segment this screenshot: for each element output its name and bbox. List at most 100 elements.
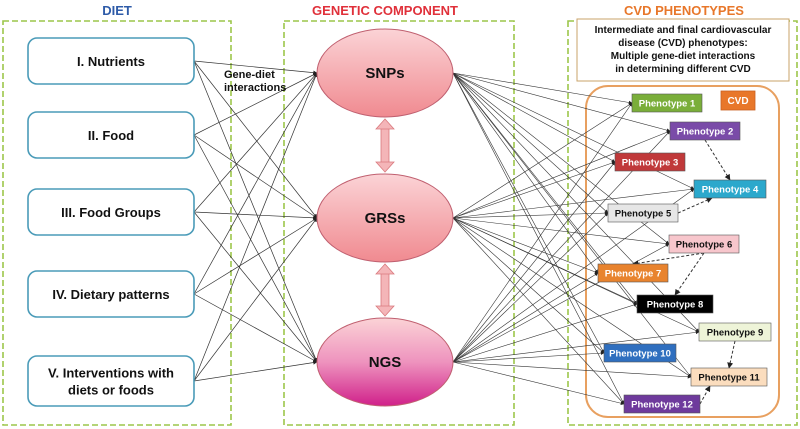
diet-section-title: DIET xyxy=(102,3,132,18)
gene-diet-edge xyxy=(193,72,318,382)
diet-item-1: I. Nutrients xyxy=(27,37,195,85)
gene-phenotype-edge xyxy=(452,217,599,274)
gene-phenotype-edge xyxy=(452,212,609,363)
gene-phenotype-edge xyxy=(452,161,616,219)
diet-item-label: I. Nutrients xyxy=(77,54,145,69)
gene-phenotype-edge xyxy=(452,72,599,274)
phenotype-dashed-link xyxy=(632,252,705,267)
phenotype-label: Phenotype 1 xyxy=(639,99,696,110)
phenotype-box-10: Phenotype 10 xyxy=(603,343,677,363)
phenotype-label: Phenotype 11 xyxy=(698,373,760,384)
gene-diet-edge xyxy=(193,211,318,363)
phenotype-box-4: Phenotype 4 xyxy=(693,179,767,199)
diet-item-3: III. Food Groups xyxy=(27,188,195,236)
gene-link-double-arrow xyxy=(375,263,395,317)
diet-item-label: III. Food Groups xyxy=(61,205,161,220)
phenotype-label: Phenotype 2 xyxy=(677,127,734,138)
gene-diet-edge xyxy=(193,134,318,219)
gene-phenotype-edge xyxy=(452,187,695,219)
diet-item-5: V. Interventions with diets or foods xyxy=(27,355,195,407)
gene-diet-edge xyxy=(193,211,318,220)
gene-phenotype-edge xyxy=(452,217,670,246)
phenotype-box-9: Phenotype 9 xyxy=(698,322,772,342)
phenotype-label: Phenotype 10 xyxy=(609,349,671,360)
gene-phenotype-edge xyxy=(452,217,625,405)
phenotype-box-3: Phenotype 3 xyxy=(614,152,686,172)
phenotype-dashed-link xyxy=(727,340,736,369)
phenotype-dashed-link xyxy=(677,197,713,214)
cvd-badge xyxy=(720,90,756,111)
gene-diet-edge xyxy=(193,134,318,363)
cvd-phenotype-container xyxy=(585,85,780,418)
gene-phenotype-edge xyxy=(452,72,633,105)
diet-item-4: IV. Dietary patterns xyxy=(27,270,195,318)
cvd-info-line-4: in determining different CVD xyxy=(615,64,751,75)
phenotype-box-12: Phenotype 12 xyxy=(623,394,701,414)
gene-phenotype-edge xyxy=(452,303,638,363)
genetic-section-title: GENETIC COMPONENT xyxy=(312,3,458,18)
phenotype-label: Phenotype 12 xyxy=(631,400,693,411)
cvd-section-title: CVD PHENOTYPES xyxy=(624,3,744,18)
gene-phenotype-edge xyxy=(452,72,700,333)
phenotype-box-5: Phenotype 5 xyxy=(607,203,679,223)
diet-section-frame xyxy=(2,20,232,426)
phenotype-dashed-link xyxy=(704,139,731,181)
gene-phenotype-edge xyxy=(452,130,671,219)
genetic-node-label: GRSs xyxy=(365,210,406,227)
diet-item-label: V. Interventions with xyxy=(48,366,174,381)
genetic-node-label: NGS xyxy=(369,354,402,371)
gene-diet-edge xyxy=(193,60,318,75)
gene-diet-edge xyxy=(193,217,318,295)
phenotype-dashed-link xyxy=(699,385,711,405)
diet-item-label: diets or foods xyxy=(68,383,154,398)
diet-item-label: II. Food xyxy=(88,128,134,143)
phenotype-box-1: Phenotype 1 xyxy=(631,93,703,113)
genetic-node-snps: SNPs xyxy=(316,28,454,118)
genetic-section-frame xyxy=(283,20,515,426)
phenotype-label: Phenotype 8 xyxy=(647,300,704,311)
gene-phenotype-edge xyxy=(452,272,599,363)
gene-diet-edge xyxy=(193,360,318,382)
gene-phenotype-edge xyxy=(452,102,633,363)
gene-phenotype-edge xyxy=(452,161,616,363)
gene-phenotype-edge xyxy=(452,211,609,219)
gene-diet-edge xyxy=(193,293,318,363)
phenotype-dashed-link xyxy=(674,252,705,296)
gene-diet-label-line-1: Gene-diet xyxy=(224,69,275,81)
diet-item-label: IV. Dietary patterns xyxy=(52,287,169,302)
gene-diet-label-line-2: interactions xyxy=(224,82,286,94)
gene-phenotype-edge xyxy=(452,72,695,190)
gene-phenotype-edge xyxy=(452,72,609,214)
gene-diet-edge xyxy=(193,72,318,136)
cvd-section-frame xyxy=(567,20,798,426)
genetic-node-grss: GRSs xyxy=(316,173,454,263)
phenotype-box-7: Phenotype 7 xyxy=(597,263,669,283)
phenotype-box-2: Phenotype 2 xyxy=(669,121,741,141)
gene-phenotype-edge xyxy=(452,72,605,354)
phenotype-label: Phenotype 4 xyxy=(702,185,759,196)
genetic-node-label: SNPs xyxy=(365,65,404,82)
cvd-info-box xyxy=(576,18,790,82)
cvd-info-line-1: Intermediate and final cardiovascular xyxy=(595,25,772,36)
gene-phenotype-edge xyxy=(452,330,700,363)
gene-diet-edge xyxy=(193,60,318,363)
gene-diet-edge xyxy=(193,72,318,295)
phenotype-box-6: Phenotype 6 xyxy=(668,234,740,254)
cvd-badge-label: CVD xyxy=(727,96,748,107)
gene-phenotype-edge xyxy=(452,361,625,405)
phenotype-label: Phenotype 6 xyxy=(676,240,733,251)
phenotype-label: Phenotype 9 xyxy=(707,328,764,339)
phenotype-label: Phenotype 5 xyxy=(615,209,672,220)
gene-phenotype-edge xyxy=(452,361,692,379)
cvd-info-line-2: disease (CVD) phenotypes: xyxy=(618,38,747,49)
gene-phenotype-edge xyxy=(452,72,671,132)
phenotype-box-8: Phenotype 8 xyxy=(636,294,714,314)
gene-phenotype-edge xyxy=(452,72,692,378)
phenotype-label: Phenotype 7 xyxy=(605,269,662,280)
gene-diet-edge xyxy=(193,60,318,219)
gene-phenotype-edge xyxy=(452,351,605,363)
gene-phenotype-edge xyxy=(452,217,605,354)
cvd-info-line-3: Multiple gene-diet interactions xyxy=(611,51,756,62)
